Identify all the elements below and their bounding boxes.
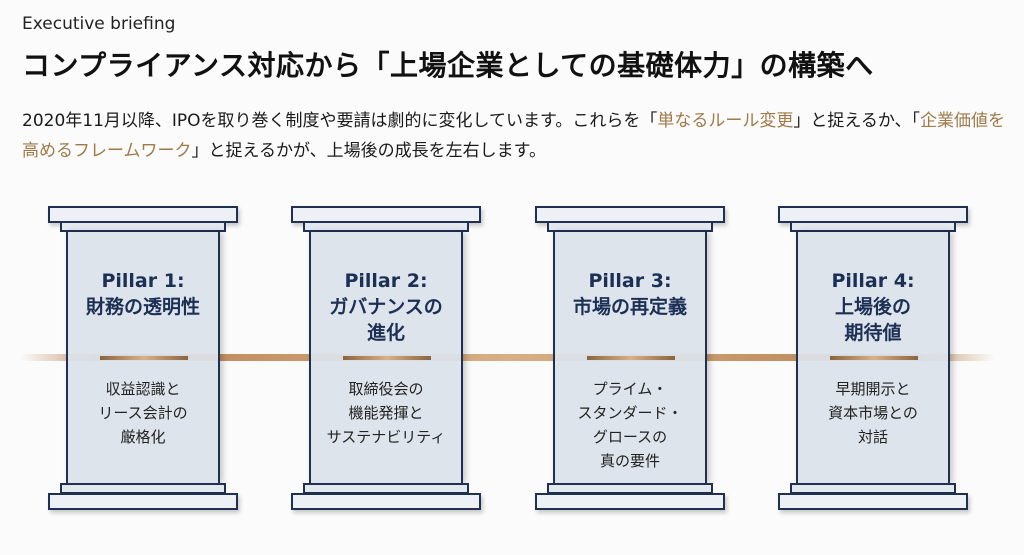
- pillar-description: 取締役会の機能発揮とサステナビリティ: [311, 377, 461, 449]
- page-title: コンプライアンス対応から「上場企業としての基礎体力」の構築へ: [22, 49, 874, 82]
- pillar-divider: [830, 356, 918, 360]
- pillar-desc-line: 資本市場との: [828, 404, 918, 422]
- pillar-shaft: Pillar 1: 財務の透明性 収益認識とリース会計の厳格化: [66, 232, 220, 484]
- pillar-base: [291, 493, 481, 510]
- pillar-title: Pillar 2: ガバナンスの 進化: [311, 268, 461, 346]
- lead-text: 」と捉えるか、「: [793, 111, 920, 131]
- pillar-shaft: Pillar 4: 上場後の 期待値 早期開示と資本市場との対話: [796, 232, 950, 484]
- pillar-description: 収益認識とリース会計の厳格化: [68, 377, 218, 449]
- pillar-description: プライム・スタンダード・グロースの真の要件: [555, 377, 705, 473]
- pillar-desc-line: プライム・: [592, 380, 668, 398]
- pillar-desc-line: 真の要件: [599, 452, 660, 470]
- pillar-desc-line: サステナビリティ: [326, 428, 446, 446]
- pillar-desc-line: スタンダード・: [577, 404, 683, 422]
- pillar-title: Pillar 1: 財務の透明性: [68, 268, 218, 320]
- lead-text: 」と捉えるかが、上場後の成長を左右します。: [191, 141, 546, 161]
- pillar-1: Pillar 1: 財務の透明性 収益認識とリース会計の厳格化: [48, 206, 238, 511]
- pillar-divider: [100, 356, 188, 360]
- pillar-4: Pillar 4: 上場後の 期待値 早期開示と資本市場との対話: [778, 206, 968, 511]
- pillar-desc-line: 早期開示と: [835, 380, 911, 398]
- pillar-desc-line: 取締役会の: [348, 380, 424, 398]
- pillar-title: Pillar 4: 上場後の 期待値: [798, 268, 948, 346]
- lead-highlight: 企業価値を高めるフレームワーク: [22, 111, 1005, 161]
- pillar-base: [48, 493, 238, 510]
- pillar-capital-lower: [790, 221, 956, 232]
- pillar-label: Pillar 2:: [344, 270, 428, 292]
- pillar-divider: [587, 356, 675, 360]
- eyebrow-label: Executive briefing: [22, 14, 176, 34]
- pillar-desc-line: 機能発揮と: [348, 404, 424, 422]
- pillar-desc-line: 対話: [857, 428, 888, 446]
- pillar-label: Pillar 3:: [588, 270, 672, 292]
- pillar-capital-lower: [60, 221, 226, 232]
- pillar-divider: [343, 356, 431, 360]
- pillar-desc-line: 収益認識と: [105, 380, 181, 398]
- gold-beam: [20, 354, 995, 361]
- pillar-shaft: Pillar 3: 市場の再定義 プライム・スタンダード・グロースの真の要件: [553, 232, 707, 484]
- pillar-capital-lower: [303, 221, 469, 232]
- pillar-2: Pillar 2: ガバナンスの 進化 取締役会の機能発揮とサステナビリティ: [291, 206, 481, 511]
- pillar-label: Pillar 4:: [831, 270, 915, 292]
- pillar-desc-line: 厳格化: [120, 428, 166, 446]
- pillar-label: Pillar 1:: [101, 270, 185, 292]
- lead-text: 2020年11月以降、IPOを取り巻く制度や要請は劇的に変化しています。これらを…: [22, 111, 658, 131]
- pillar-base: [778, 493, 968, 510]
- lead-highlight: 単なるルール変更: [657, 111, 794, 131]
- pillar-shaft: Pillar 2: ガバナンスの 進化 取締役会の機能発揮とサステナビリティ: [309, 232, 463, 484]
- pillar-base: [535, 493, 725, 510]
- lead-paragraph: 2020年11月以降、IPOを取り巻く制度や要請は劇的に変化しています。これらを…: [22, 106, 1012, 166]
- pillar-heading: 上場後の 期待値: [834, 296, 911, 344]
- pillar-title: Pillar 3: 市場の再定義: [555, 268, 705, 320]
- pillar-desc-line: グロースの: [592, 428, 668, 446]
- pillar-description: 早期開示と資本市場との対話: [798, 377, 948, 449]
- pillar-desc-line: リース会計の: [98, 404, 188, 422]
- pillar-heading: ガバナンスの 進化: [329, 296, 443, 344]
- pillar-heading: 財務の透明性: [85, 296, 200, 318]
- pillar-heading: 市場の再定義: [572, 296, 687, 318]
- pillar-capital-lower: [547, 221, 713, 232]
- pillar-3: Pillar 3: 市場の再定義 プライム・スタンダード・グロースの真の要件: [535, 206, 725, 511]
